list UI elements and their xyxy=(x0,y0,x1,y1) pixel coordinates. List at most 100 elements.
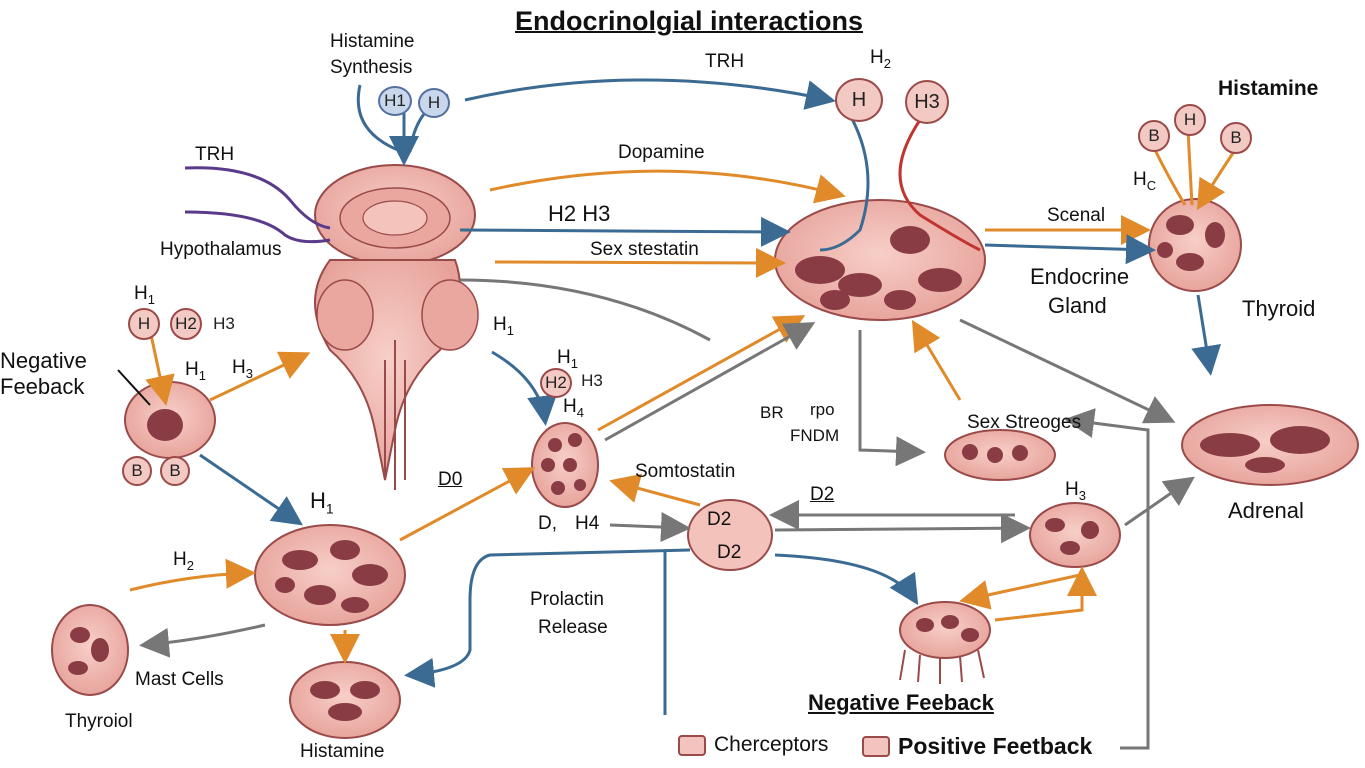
h-gland-blue-line xyxy=(819,114,870,252)
trh-arrow xyxy=(464,78,836,110)
feedback-mast-arrow xyxy=(199,453,303,526)
d0-arrow xyxy=(399,467,536,542)
trh-top-label: TRH xyxy=(705,51,745,72)
d2-h3-arrow xyxy=(774,513,1031,544)
mast-thyroiol-arrow xyxy=(139,623,266,658)
right-top-cell xyxy=(1148,198,1242,292)
feedback-orange-arrow xyxy=(145,329,175,406)
h2-mast-arrow xyxy=(129,558,256,592)
histamine-right-label: Histamine xyxy=(1218,77,1319,100)
endocrine-gland xyxy=(774,199,986,321)
h3-adrenal-arrow xyxy=(1124,476,1195,527)
negative-feedback-label-2: Feeback xyxy=(0,374,85,399)
adrenal-gland xyxy=(1181,404,1359,486)
mid-h2-bubble: H2 xyxy=(540,368,572,398)
left-h2-bubble: H2 xyxy=(170,308,202,340)
negative-h3-arrow xyxy=(994,566,1097,622)
thyroiol-cell xyxy=(51,604,129,696)
prolactin-label-1: Prolactin xyxy=(530,589,604,610)
adrenal-label: Adrenal xyxy=(1228,498,1304,523)
d2-node-bottom: D2 xyxy=(717,542,742,563)
center-gland-gray-arrow xyxy=(604,322,816,442)
right-h-bubble: H xyxy=(1174,104,1206,136)
somtostatin-arrow xyxy=(609,473,701,507)
center-gland-arrow xyxy=(597,315,806,432)
d2-label: D2 xyxy=(810,484,835,505)
purple-trh-line xyxy=(184,166,331,230)
histamine-bottom-label: Histamine xyxy=(300,741,385,762)
legend-swatch-positive xyxy=(862,736,890,757)
h2-top-label: H2 xyxy=(870,47,891,71)
right-b1-bubble: B xyxy=(1138,120,1170,152)
prolactin-line xyxy=(404,548,691,688)
sex-streoges-label: Sex Streoges xyxy=(967,412,1082,433)
histamine-right-lines xyxy=(1153,129,1237,205)
endocrine-gland-label-1: Endocrine xyxy=(1030,264,1130,289)
sex-streoges-cell xyxy=(944,429,1056,481)
gland-sex-arrow xyxy=(858,330,926,467)
hc-label: HC xyxy=(1133,169,1157,193)
top-h2-bubble: H xyxy=(418,88,450,118)
endocrine-gland-arrow xyxy=(984,234,1156,265)
d0-label: D0 xyxy=(438,469,463,490)
h3-gland-red-line xyxy=(898,119,981,252)
hb-h3-bubble: H3 xyxy=(905,80,949,124)
left-h3-bubble: H3 xyxy=(213,314,235,333)
mast-cells-label: Mast Cells xyxy=(135,669,224,690)
thyroid-label: Thyroid xyxy=(1242,296,1316,321)
histamine-synthesis-label-2: Synthesis xyxy=(330,57,413,78)
h1-lower-label: H1 xyxy=(310,488,334,517)
right-b2-bubble: B xyxy=(1220,122,1252,154)
gray-line-gland xyxy=(459,278,711,342)
h2-h3-label: H2 H3 xyxy=(548,201,611,226)
gland-adrenal-arrow xyxy=(959,318,1176,424)
thyroiol-label: Thyroiol xyxy=(65,711,133,732)
h4-bottom-label: H4 xyxy=(575,513,600,534)
fndm-label: FNDM xyxy=(790,426,840,445)
left-h-bubble: H xyxy=(128,308,160,340)
left-b2-bubble: B xyxy=(160,456,190,486)
mast-cell xyxy=(254,524,406,626)
page-title: Endocrinolgial interactions xyxy=(515,6,864,36)
legend-chercepters-label: Cherceptors xyxy=(714,733,829,756)
h3-left-label: H3 xyxy=(232,357,253,381)
negative-feedback-cell xyxy=(899,601,991,684)
dz-label: D, xyxy=(538,513,557,534)
sex-gland-arrow xyxy=(911,319,962,401)
negative-feedback-bottom-label: Negative Feeback xyxy=(808,690,994,715)
histamine-h1-arrow xyxy=(209,351,311,402)
thyroid-adrenal-arrow xyxy=(1191,294,1222,376)
prolactin-label-2: Release xyxy=(538,617,608,638)
h1-mid-arrow xyxy=(491,350,557,426)
legend-chercepters: Cherceptors xyxy=(678,733,828,757)
rpo-label: rpo xyxy=(810,400,835,419)
h1-left-label: H1 xyxy=(134,283,155,307)
legend-positive: Positive Feetback xyxy=(862,733,1092,760)
h2-h3-arrow xyxy=(459,216,791,247)
endocrine-gland-label-2: Gland xyxy=(1048,293,1107,318)
feedback-pointer xyxy=(117,369,151,406)
positive-loop-line xyxy=(1064,408,1150,750)
dopamine-label: Dopamine xyxy=(618,142,705,163)
histamine-synthesis-label-1: Histamine xyxy=(330,31,415,52)
dopamine-arrow xyxy=(489,169,846,204)
purple-trh-line2 xyxy=(184,210,331,244)
h1-center-label: H1 xyxy=(557,347,578,371)
hypothalamus-gland xyxy=(314,164,479,490)
d2-node-top: D2 xyxy=(707,509,732,530)
left-b1-bubble: B xyxy=(122,456,152,486)
sex-stestatin-label: Sex stestatin xyxy=(590,239,699,260)
somtostatin-label: Somtostatin xyxy=(635,461,736,482)
h1-left2-label: H1 xyxy=(185,359,206,383)
h3-right-cell xyxy=(1029,502,1121,568)
sex-stestatin-arrow xyxy=(494,247,786,278)
d2-negative-arrow xyxy=(774,553,919,606)
trh-left-label: TRH xyxy=(195,144,235,165)
scenal-label: Scenal xyxy=(1047,205,1106,226)
h2-lower-label: H2 xyxy=(173,549,194,573)
h4-center-label: H4 xyxy=(563,396,584,420)
h4-d2-arrow xyxy=(609,512,691,543)
hypothalamus-label: Hypothalamus xyxy=(160,239,282,260)
h3-right-label: H3 xyxy=(1065,479,1086,503)
